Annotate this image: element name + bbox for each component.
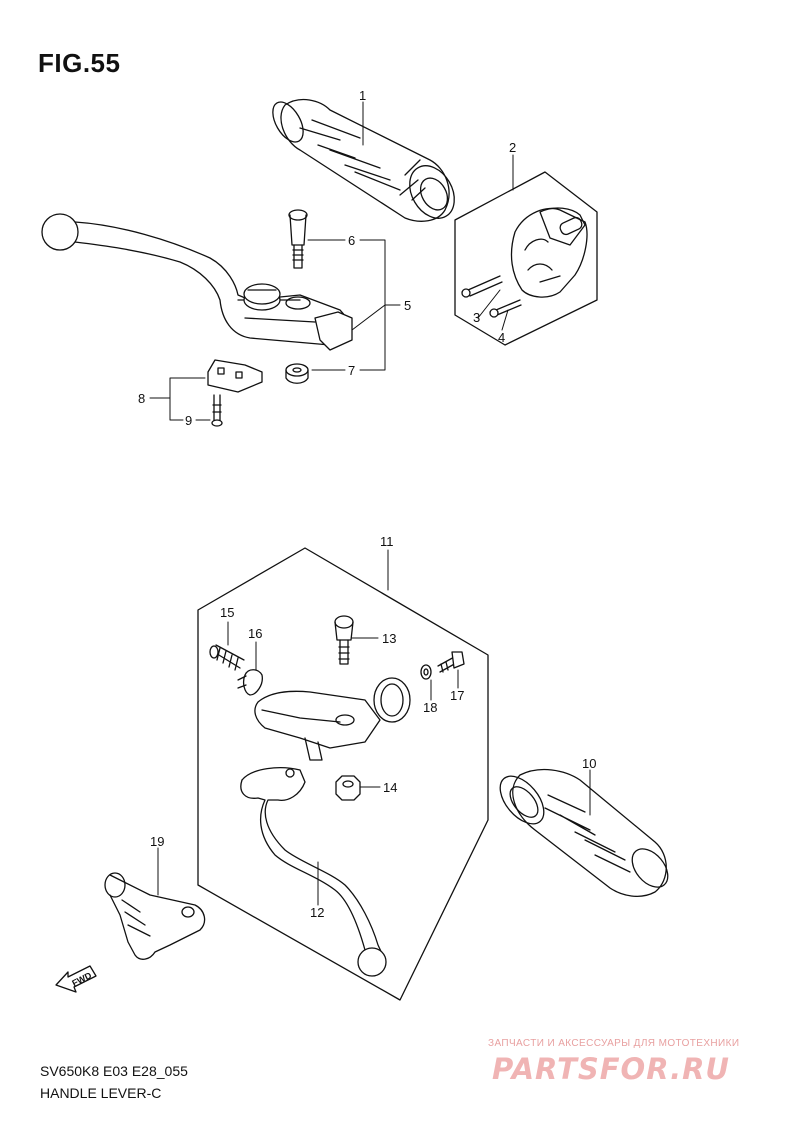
- lever-nut-part: [285, 363, 309, 384]
- adjuster-spring-part: [209, 644, 245, 671]
- callout-11: 11: [380, 534, 394, 549]
- fwd-arrow-icon: FWD: [55, 965, 97, 993]
- callout-8: 8: [138, 391, 145, 406]
- watermark-tagline: ЗАПЧАСТИ И АКСЕССУАРЫ ДЛЯ МОТОТЕХНИКИ: [488, 1038, 740, 1049]
- clutch-pivot-bolt-part: [334, 615, 354, 665]
- clutch-lever-part: [240, 767, 387, 977]
- lever-pivot-bolt-part: [288, 209, 308, 269]
- callout-1: 1: [359, 88, 366, 103]
- front-brake-lever-part: [41, 213, 353, 351]
- callout-12: 12: [310, 905, 324, 920]
- washer-part: [420, 664, 432, 680]
- watermark-logo: PARTSFOR.RU: [492, 1052, 730, 1086]
- throttle-grip-part: [272, 98, 455, 222]
- callout-labels: 1 2 3 4 5 6 7 8 9 10 11 12 13 14 15 16 1…: [138, 88, 596, 920]
- callout-16: 16: [248, 626, 262, 641]
- screw-part: [437, 651, 465, 673]
- callout-15: 15: [220, 605, 234, 620]
- figure-name: HANDLE LEVER-C: [40, 1085, 162, 1101]
- clutch-lever-assembly-part: [197, 547, 489, 1001]
- clutch-bracket-part: [254, 677, 411, 761]
- callout-10: 10: [582, 756, 596, 771]
- callout-18: 18: [423, 700, 437, 715]
- cushion-part: [237, 669, 263, 696]
- figure-code: SV650K8 E03 E28_055: [40, 1063, 188, 1079]
- callout-17: 17: [450, 688, 464, 703]
- callout-7: 7: [348, 363, 355, 378]
- switch-part: [207, 359, 263, 427]
- callout-6: 6: [348, 233, 355, 248]
- callout-2: 2: [509, 140, 516, 155]
- figure-title: FIG.55: [38, 48, 121, 78]
- callout-4: 4: [498, 330, 505, 345]
- callout-3: 3: [473, 310, 480, 325]
- callout-leader-lines: [149, 101, 591, 906]
- callout-19: 19: [150, 834, 164, 849]
- callout-9: 9: [185, 413, 192, 428]
- clutch-switch-part: [104, 872, 206, 960]
- clutch-nut-part: [335, 775, 361, 801]
- callout-13: 13: [382, 631, 396, 646]
- callout-14: 14: [383, 780, 397, 795]
- switch-housing-part: [454, 171, 598, 346]
- handlebar-grip-part: [499, 768, 669, 898]
- callout-5: 5: [404, 298, 411, 313]
